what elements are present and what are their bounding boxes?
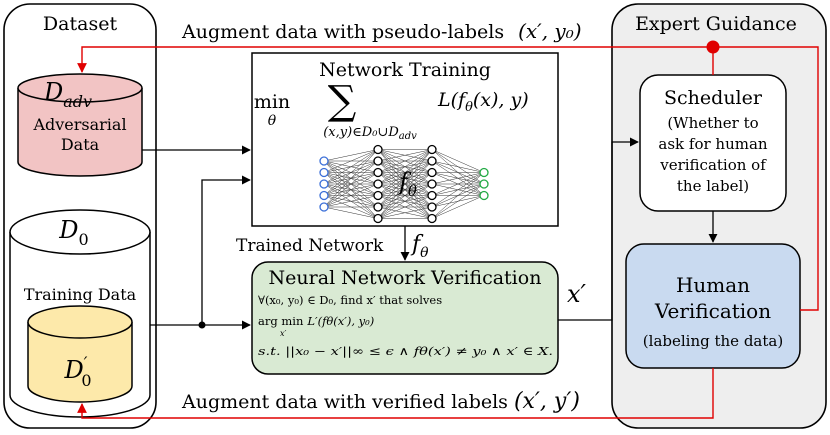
sum-index: (x,y)∈D₀∪Dadv bbox=[323, 125, 417, 142]
human-verification-line-3: (labeling the data) bbox=[643, 332, 783, 350]
network-training-box bbox=[251, 52, 559, 227]
network-node bbox=[319, 167, 329, 178]
adversarial-label-2: Data bbox=[61, 135, 100, 154]
network-edge bbox=[377, 149, 433, 185]
network-node bbox=[479, 167, 489, 178]
network-node bbox=[427, 179, 437, 189]
network-node bbox=[427, 190, 437, 201]
network-edge bbox=[323, 149, 379, 208]
arrow-train-to-training bbox=[201, 175, 251, 325]
network-edge bbox=[323, 183, 379, 208]
network-edge bbox=[323, 149, 379, 196]
network-node bbox=[427, 167, 437, 178]
network-edge bbox=[377, 206, 433, 219]
network-edge bbox=[377, 195, 433, 219]
verification-title: Neural Network Verification bbox=[269, 267, 542, 289]
network-edge bbox=[377, 149, 433, 208]
network-node bbox=[319, 190, 329, 201]
network-edge bbox=[431, 160, 485, 173]
dataset-title: Dataset bbox=[43, 13, 118, 35]
adversarial-symbol: Dadv bbox=[43, 78, 92, 111]
sum-operator: ∑ bbox=[328, 78, 357, 124]
network-node bbox=[373, 156, 383, 166]
network-node bbox=[427, 213, 437, 224]
network-edge bbox=[431, 172, 485, 185]
training-label: Training Data bbox=[24, 285, 137, 304]
neural-network-graphic bbox=[319, 144, 489, 224]
verification-box bbox=[251, 261, 559, 375]
loss-term: L(fθ(x), y) bbox=[437, 89, 529, 115]
network-node bbox=[373, 190, 383, 201]
top-label: Augment data with pseudo-labels(x′, y₀) bbox=[181, 19, 582, 43]
verification-line-1: ∀(x₀, y₀) ∈ D₀, find x′ that solves bbox=[258, 293, 442, 307]
network-node bbox=[319, 202, 329, 212]
network-edge bbox=[377, 183, 433, 219]
network-node bbox=[373, 213, 383, 224]
network-node bbox=[427, 202, 437, 212]
human-verification-line-1: Human bbox=[676, 273, 750, 297]
human-verification-line-2: Verification bbox=[654, 299, 771, 323]
trained-network-symbol: fθ bbox=[410, 232, 429, 261]
bottom-label: Augment data with verified labels(x′, y′… bbox=[181, 389, 580, 414]
training-symbol: D0 bbox=[58, 216, 88, 249]
min-operator: min bbox=[254, 91, 290, 113]
arrow-verification-to-scheduler bbox=[558, 137, 639, 321]
network-edge bbox=[323, 172, 379, 208]
network-edge bbox=[323, 149, 379, 185]
network-edge bbox=[377, 160, 433, 219]
network-edge bbox=[377, 149, 433, 219]
verified-data-cylinder: D′0 bbox=[27, 305, 133, 403]
network-edge bbox=[323, 160, 379, 208]
network-node bbox=[319, 179, 329, 189]
network-node bbox=[373, 202, 383, 212]
network-node bbox=[479, 179, 489, 189]
network-edge bbox=[323, 206, 379, 219]
network-edge bbox=[431, 183, 485, 219]
network-edge bbox=[323, 195, 379, 208]
adversarial-example-label: x′ bbox=[567, 280, 587, 308]
scheduler-title: Scheduler bbox=[664, 87, 763, 109]
red-arrow-verified-labels bbox=[77, 368, 714, 419]
network-node bbox=[373, 179, 383, 189]
network-edge bbox=[431, 195, 485, 219]
network-edge bbox=[377, 149, 433, 162]
network-edge bbox=[377, 149, 433, 196]
network-node bbox=[373, 144, 383, 155]
red-arrow-human-to-top bbox=[713, 46, 819, 311]
network-node bbox=[373, 167, 383, 178]
network-edge bbox=[323, 149, 379, 173]
network-edge bbox=[431, 172, 485, 208]
network-node bbox=[319, 156, 329, 166]
expert-guidance-title: Expert Guidance bbox=[635, 13, 797, 35]
adversarial-label-1: Adversarial bbox=[32, 115, 126, 134]
scheduler-line-1: (Whether to bbox=[667, 114, 758, 132]
top-label-bg bbox=[176, 16, 608, 44]
red-arrow-pseudo-labels bbox=[77, 46, 714, 75]
network-node bbox=[427, 156, 437, 166]
network-training-title: Network Training bbox=[319, 59, 491, 81]
network-edge bbox=[377, 149, 433, 173]
verification-line-3: s.t. ||x₀ − x′||∞ ≤ ϵ ∧ fθ(x′) ≠ y₀ ∧ x′… bbox=[258, 344, 553, 359]
network-edge bbox=[323, 149, 379, 162]
verified-symbol: D′0 bbox=[63, 353, 91, 390]
adversarial-data-cylinder: Dadv Adversarial Data bbox=[17, 73, 143, 177]
scheduler-line-4: the label) bbox=[677, 177, 749, 195]
verification-line-2-subscript: x′ bbox=[280, 329, 287, 338]
trained-network-label: Trained Network bbox=[236, 236, 384, 256]
min-subscript: θ bbox=[268, 113, 277, 129]
network-edge bbox=[377, 172, 433, 219]
network-edge bbox=[431, 172, 485, 219]
network-edge bbox=[431, 172, 485, 196]
network-node bbox=[427, 144, 437, 155]
bottom-label-bg bbox=[176, 388, 608, 414]
network-node bbox=[479, 190, 489, 201]
scheduler-line-2: ask for human bbox=[658, 135, 768, 153]
network-edge bbox=[431, 149, 485, 173]
scheduler-line-3: verification of bbox=[659, 156, 767, 174]
